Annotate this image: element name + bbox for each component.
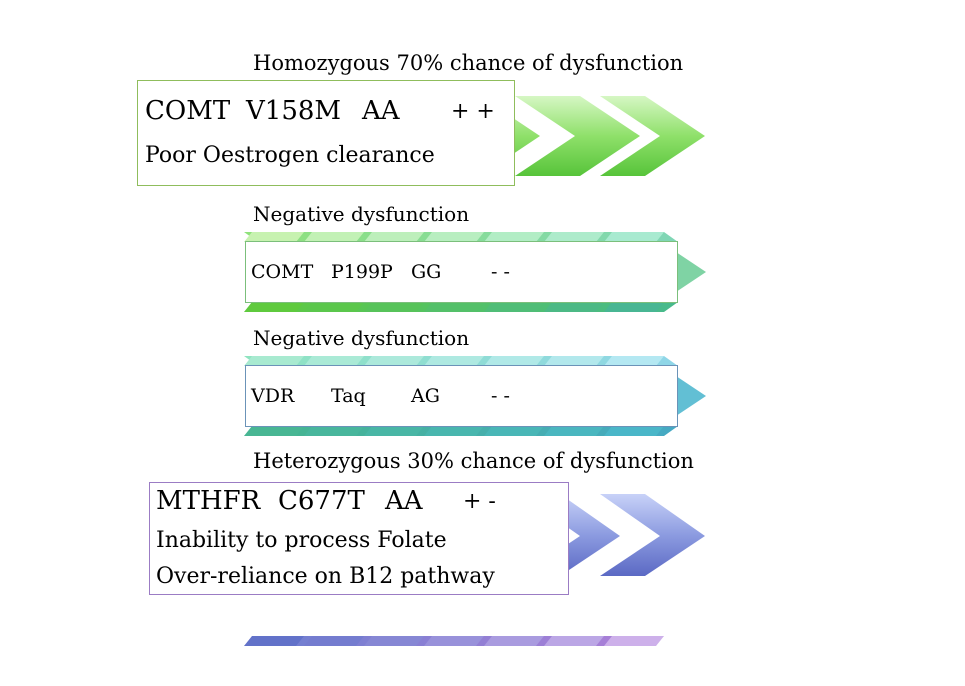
chevron-4b: [600, 494, 705, 576]
row-2-gene: COMT: [251, 261, 314, 283]
strip-5-tile-2: [304, 636, 364, 646]
strip-2-top-tile-5: [484, 232, 544, 242]
strip-3-bottom-tile-7: [604, 426, 664, 436]
chevron-4a: [520, 494, 620, 576]
strip-3-bottom-tile-5: [484, 426, 544, 436]
row-3-gene: VDR: [251, 385, 295, 407]
row-4-sign: + -: [463, 489, 496, 514]
strip-3-top-tile-6: [544, 356, 604, 366]
row-1-sign: + +: [451, 99, 495, 124]
row-4-note-2: Over-reliance on B12 pathway: [156, 564, 495, 589]
strip-5: [244, 636, 664, 646]
strip-5-tile-3: [364, 636, 424, 646]
strip-2-bottom-tile-4: [424, 302, 484, 312]
strip-3-top-tile-5: [484, 356, 544, 366]
strip-5-tile-5: [484, 636, 544, 646]
strip-5-tile-7: [604, 636, 664, 646]
row-3-genotype: AG: [411, 385, 440, 407]
row-1-box: COMT V158M AA + + Poor Oestrogen clearan…: [137, 80, 515, 186]
strip-3-bottom-tile-2: [304, 426, 364, 436]
strip-2-top-tile-2: [304, 232, 364, 242]
strip-3-top-tile-4: [424, 356, 484, 366]
row-1-gene: COMT: [145, 96, 231, 126]
row-1-heading: Homozygous 70% chance of dysfunction: [253, 51, 684, 75]
chevron-2-tip: [676, 252, 706, 292]
strip-2-top-tile-3: [364, 232, 424, 242]
chevron-row-4: [520, 494, 705, 576]
row-2-sign: - -: [491, 261, 510, 283]
chevron-3-tip: [676, 376, 706, 416]
strip-2-bottom-tile-7: [604, 302, 664, 312]
strip-3-bottom-tile-1: [244, 426, 304, 436]
row-2-heading: Negative dysfunction: [253, 202, 470, 226]
row-3-box: VDR Taq AG - -: [245, 365, 678, 427]
strip-5-tile-1: [244, 636, 304, 646]
strip-2-bottom-tile-6: [544, 302, 604, 312]
row-3-sign: - -: [491, 385, 510, 407]
strip-2-top: [244, 232, 664, 242]
strip-3-top-tile-7: [604, 356, 664, 366]
row-2-variant: P199P: [331, 261, 393, 283]
row-4-heading: Heterozygous 30% chance of dysfunction: [253, 449, 694, 473]
strip-2-bottom-tile-1: [244, 302, 304, 312]
strip-2-top-tile-7: [604, 232, 664, 242]
strip-3-bottom: [244, 426, 664, 436]
row-3-variant: Taq: [331, 385, 366, 407]
strip-2-bottom-tile-2: [304, 302, 364, 312]
strip-3-top-tile-3: [364, 356, 424, 366]
row-3-heading: Negative dysfunction: [253, 326, 470, 350]
row-1-variant: V158M: [246, 96, 342, 126]
row-4-genotype: AA: [385, 486, 423, 516]
strip-3-bottom-tile-6: [544, 426, 604, 436]
chevron-1b: [515, 96, 640, 176]
strip-5-tile-6: [544, 636, 604, 646]
row-4-gene: MTHFR: [156, 486, 261, 516]
row-2-genotype: GG: [411, 261, 442, 283]
row-4-note-1: Inability to process Folate: [156, 528, 447, 553]
row-1-note: Poor Oestrogen clearance: [145, 143, 435, 168]
strip-3-top-tile-1: [244, 356, 304, 366]
strip-3-top: [244, 356, 664, 366]
strip-2-bottom-tile-3: [364, 302, 424, 312]
chevron-1c: [600, 96, 705, 176]
row-2-box: COMT P199P GG - -: [245, 241, 678, 303]
strip-2-bottom-tile-5: [484, 302, 544, 312]
strip-2-top-tile-4: [424, 232, 484, 242]
row-1-genotype: AA: [362, 96, 400, 126]
strip-2-top-tile-1: [244, 232, 304, 242]
row-4-variant: C677T: [278, 486, 365, 516]
row-4-box: MTHFR C677T AA + - Inability to process …: [149, 482, 569, 595]
strip-3-top-tile-2: [304, 356, 364, 366]
strip-2-bottom: [244, 302, 664, 312]
strip-5-tile-4: [424, 636, 484, 646]
strip-2-top-tile-6: [544, 232, 604, 242]
strip-3-bottom-tile-3: [364, 426, 424, 436]
strip-3-bottom-tile-4: [424, 426, 484, 436]
